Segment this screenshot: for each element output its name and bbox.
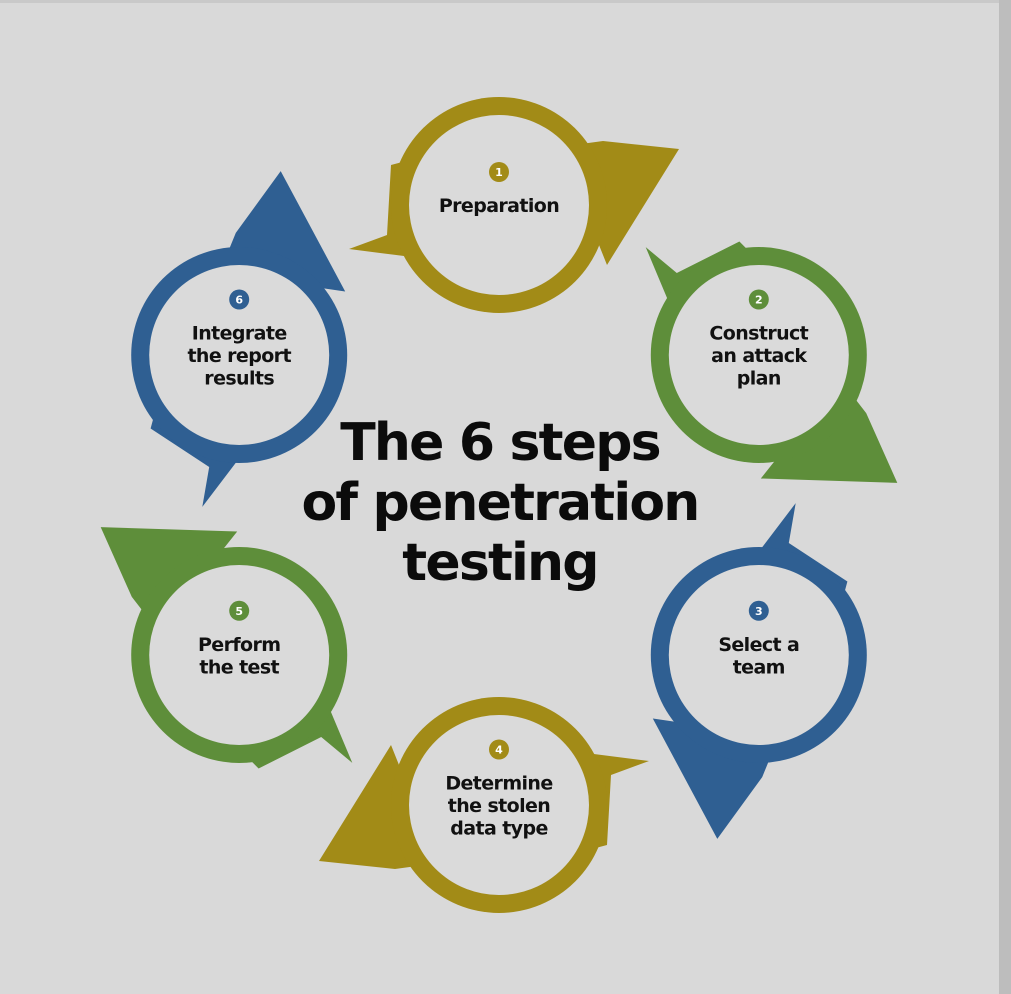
step-6-label-line-1: Integrate [192, 323, 287, 345]
step-1-number: 1 [495, 166, 503, 179]
step-3-label-line-2: team [733, 656, 785, 678]
step-1-label-line-1: Preparation [439, 195, 559, 217]
step-2-number: 2 [755, 294, 763, 307]
step-5-label-line-1: Perform [198, 634, 280, 656]
step-3-badge [748, 600, 769, 621]
step-6-badge [229, 289, 250, 310]
step-4-label-line-3: data type [450, 818, 548, 840]
rings-layer [131, 97, 867, 913]
top-edge [0, 0, 1011, 3]
step-2-badge [748, 289, 769, 310]
step-4-number: 4 [495, 744, 503, 757]
step-2-label-line-3: plan [737, 368, 781, 390]
step-5-badge [229, 600, 250, 621]
step-3-center [668, 565, 849, 745]
step-1-badge [489, 162, 509, 182]
step-4-badge [489, 739, 509, 760]
step-6-center [149, 265, 330, 445]
right-edge [999, 0, 1011, 994]
step-5-label-line-2: the test [199, 656, 279, 678]
center-title-line-2: of penetration [301, 473, 698, 533]
step-4-center [409, 715, 589, 895]
step-6-number: 6 [235, 294, 243, 307]
step-6-label-line-2: the report [187, 345, 291, 367]
step-1-center [409, 115, 589, 295]
step-4-label-line-2: the stolen [448, 795, 551, 817]
step-2-label-line-2: an attack [711, 345, 807, 367]
step-2-center [668, 265, 849, 445]
center-title-line-3: testing [402, 533, 597, 593]
step-2-label-line-1: Construct [709, 323, 808, 345]
step-5-number: 5 [235, 605, 243, 618]
center-title: The 6 steps of penetration testing [301, 413, 700, 593]
step-3-number: 3 [755, 605, 763, 618]
step-6-label-line-3: results [204, 368, 274, 390]
center-title-line-1: The 6 steps [340, 413, 660, 473]
step-4-label-line-1: Determine [445, 773, 552, 795]
step-5-center [149, 565, 330, 745]
step-3-label-line-1: Select a [718, 634, 799, 656]
